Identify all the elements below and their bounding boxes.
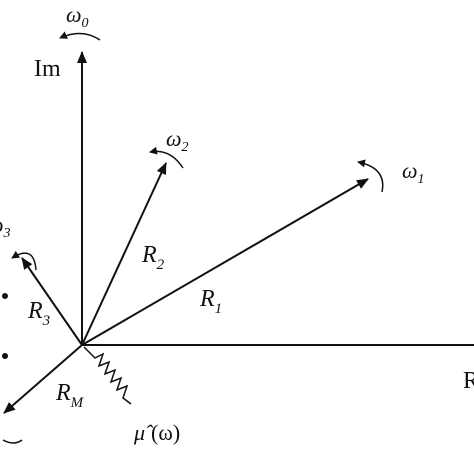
rotation-arrow-omega1: [357, 159, 384, 193]
vector-r2: [81, 162, 167, 346]
rotation-arrow-omegam: [2, 439, 23, 444]
vector-r1: [81, 178, 369, 346]
omega2-label: ω2: [166, 126, 189, 155]
omega0-label: ω0: [66, 2, 89, 31]
noise-spring: [83, 346, 132, 405]
r2-label: R2: [141, 242, 165, 273]
rotation-arrow-omega3: [11, 250, 37, 271]
real-axis-label: R: [463, 368, 474, 394]
r3-label: R3: [27, 298, 50, 329]
rotation-arrow-omega0: [59, 31, 101, 41]
imaginary-axis-label: Im: [34, 56, 61, 82]
ellipsis-dot: [2, 353, 8, 359]
omega1-label: ω1: [402, 158, 425, 187]
noise-label: μ̂(ω): [133, 420, 180, 445]
vector-rm: [3, 344, 83, 414]
r1-label: R1: [199, 286, 222, 317]
ellipsis-dot: [2, 293, 8, 299]
rotation-arrow-omega2: [149, 146, 184, 169]
rm-label: RM: [55, 380, 85, 411]
vector-r3: [21, 257, 83, 346]
omega3-label: ω3: [0, 212, 11, 241]
